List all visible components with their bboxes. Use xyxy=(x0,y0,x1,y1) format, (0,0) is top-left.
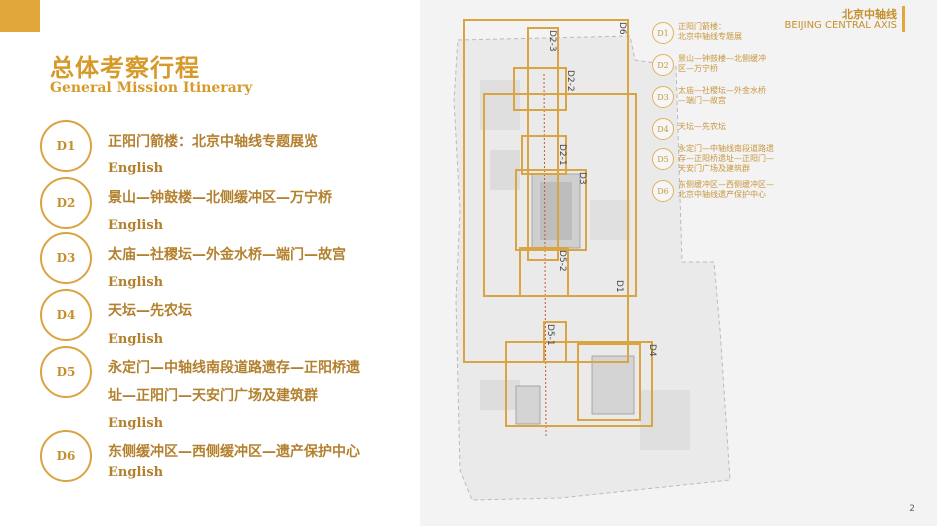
region-label-d2-3: D2-3 xyxy=(547,30,557,52)
day-badge-d4: D4 xyxy=(40,289,92,341)
legend-badge-d5: D5 xyxy=(652,148,674,170)
region-box-d3 xyxy=(515,169,587,251)
legend-line: 天坛—先农坛 xyxy=(678,122,726,131)
legend-text-d3: 太庙—社稷坛—外金水桥 —端门—故宫 xyxy=(678,86,788,106)
region-label-d6: D6 xyxy=(617,22,627,35)
legend-text-d1: 正阳门箭楼： 北京中轴线专题展 xyxy=(678,22,788,42)
region-label-d1: D1 xyxy=(614,280,624,293)
region-box-d1 xyxy=(483,93,637,297)
legend-line: 天安门广场及建筑群 xyxy=(678,164,750,173)
day-text-d2: 景山—钟鼓楼—北侧缓冲区—万宁桥 xyxy=(108,190,332,206)
page-title: 总体考察行程 xyxy=(50,54,200,82)
day-english-d1: English xyxy=(108,161,164,176)
region-box-d2-3 xyxy=(527,27,559,261)
map-block xyxy=(590,200,630,240)
legend-badge-d6: D6 xyxy=(652,180,674,202)
day-text-d1: 正阳门箭楼：北京中轴线专题展览 xyxy=(108,134,318,150)
legend-text-d6: 东侧缓冲区—西侧缓冲区— 北京中轴线遗产保护中心 xyxy=(678,180,788,200)
legend-line: —端门—故宫 xyxy=(678,96,726,105)
axis-map-panel: D6 D2-3 D2-2 D2-1 D3 D5-2 D1 D5-1 D4 xyxy=(420,0,937,526)
day-badge-d1: D1 xyxy=(40,120,92,172)
map-block xyxy=(480,380,520,410)
brand-logo-cn: 北京中轴线 xyxy=(842,8,897,21)
legend-text-d4: 天坛—先农坛 xyxy=(678,122,788,132)
legend-line: 北京中轴线专题展 xyxy=(678,32,742,41)
region-box-d2-2 xyxy=(513,67,567,111)
region-label-d2-2: D2-2 xyxy=(565,70,575,92)
legend-line: 正阳门箭楼： xyxy=(678,22,726,31)
xiannongtan xyxy=(515,385,541,425)
corner-accent-block xyxy=(0,0,40,32)
legend-text-d5: 永定门—中轴线南段道路遗 存—正阳桥遗址—正阳门— 天安门广场及建筑群 xyxy=(678,144,788,174)
legend-line: 东侧缓冲区—西侧缓冲区— xyxy=(678,180,774,189)
legend-line: 景山—钟鼓楼—北侧缓冲 xyxy=(678,54,766,63)
page-subtitle: General Mission Itinerary xyxy=(50,80,253,96)
legend-line: 北京中轴线遗产保护中心 xyxy=(678,190,766,199)
day-text-d3: 太庙—社稷坛—外金水桥—端门—故宫 xyxy=(108,247,346,263)
day-english-d6: English xyxy=(108,465,164,480)
day-badge-d3: D3 xyxy=(40,232,92,284)
region-label-d5-1: D5-1 xyxy=(545,324,555,346)
day-text-d6: 东侧缓冲区—西侧缓冲区—遗产保护中心 xyxy=(108,444,360,460)
legend-badge-d3: D3 xyxy=(652,86,674,108)
region-box-temple xyxy=(577,343,641,421)
brand-accent-bar xyxy=(902,6,905,32)
legend-line: 太庙—社稷坛—外金水桥 xyxy=(678,86,766,95)
day-badge-d5: D5 xyxy=(40,346,92,398)
legend-badge-d2: D2 xyxy=(652,54,674,76)
day-english-d4: English xyxy=(108,332,164,347)
legend-line: 永定门—中轴线南段道路遗 xyxy=(678,144,774,153)
region-box-d4 xyxy=(505,341,653,427)
brand-logo-en: BEIJING CENTRAL AXIS xyxy=(784,20,897,31)
day-english-d5: English xyxy=(108,416,164,431)
map-block xyxy=(640,390,690,450)
legend-badge-d1: D1 xyxy=(652,22,674,44)
legend-line: 存—正阳桥遗址—正阳门— xyxy=(678,154,774,163)
region-box-d2-1 xyxy=(521,135,567,175)
region-label-d4: D4 xyxy=(647,344,657,357)
axis-map: D6 D2-3 D2-2 D2-1 D3 D5-2 D1 D5-1 D4 xyxy=(453,19,731,501)
day-badge-d6: D6 xyxy=(40,430,92,482)
region-label-d3: D3 xyxy=(577,172,587,185)
legend-line: 区—万宁桥 xyxy=(678,64,718,73)
day-text-d4: 天坛—先农坛 xyxy=(108,303,192,319)
legend-text-d2: 景山—钟鼓楼—北侧缓冲 区—万宁桥 xyxy=(678,54,788,74)
page-number: 2 xyxy=(909,504,915,514)
day-english-d3: English xyxy=(108,275,164,290)
temple-of-heaven xyxy=(591,355,635,415)
region-label-d5-2: D5-2 xyxy=(557,250,567,272)
day-badge-d2: D2 xyxy=(40,177,92,229)
day-text-d5-line1: 永定门—中轴线南段道路遗存—正阳桥遗 xyxy=(108,360,360,376)
region-label-d2-1: D2-1 xyxy=(557,144,567,166)
day-text-d5-line2: 址—正阳门—天安门广场及建筑群 xyxy=(108,388,318,404)
day-english-d2: English xyxy=(108,218,164,233)
legend-badge-d4: D4 xyxy=(652,118,674,140)
central-axis-line xyxy=(543,73,547,437)
